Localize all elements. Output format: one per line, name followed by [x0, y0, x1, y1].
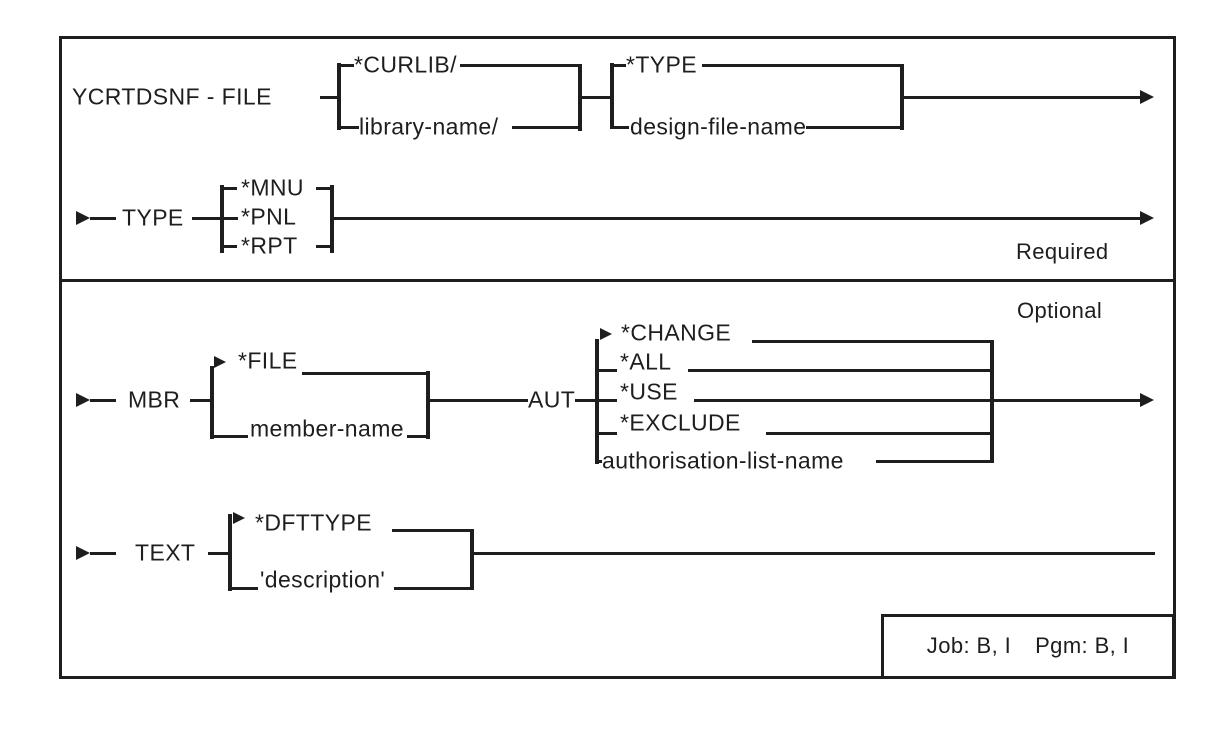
option-change: *CHANGE — [621, 319, 732, 346]
rail-bracket — [610, 63, 614, 129]
rail-line — [792, 126, 902, 129]
rail-bracket — [426, 371, 430, 439]
rail-line — [337, 64, 354, 67]
rail-line — [428, 399, 530, 402]
rail-line — [574, 399, 597, 402]
option-curlib: *CURLIB/ — [354, 51, 457, 78]
rail-line — [190, 399, 212, 402]
option-rpt: *RPT — [241, 232, 298, 259]
option-all: *ALL — [620, 348, 672, 375]
continuation-arrow-icon — [76, 546, 90, 560]
param-aut: AUT — [528, 386, 576, 413]
rail-line — [610, 64, 626, 67]
rail-bracket — [228, 514, 232, 591]
option-exclude: *EXCLUDE — [620, 409, 741, 436]
continuation-arrow-icon — [76, 393, 90, 407]
rail-line — [332, 217, 1142, 220]
job-label: Job: B, I — [926, 633, 1012, 659]
continuation-arrow-icon — [76, 211, 90, 225]
param-mbr: MBR — [128, 386, 181, 413]
rail-line — [610, 126, 629, 129]
rail-line — [228, 587, 258, 590]
rail-bracket — [337, 63, 341, 130]
default-option-arrow-icon — [600, 328, 612, 340]
job-pgm-box: Job: B, I Pgm: B, I — [881, 614, 1175, 679]
option-pnl: *PNL — [241, 203, 297, 230]
rail-line — [316, 187, 334, 190]
option-use: *USE — [620, 378, 678, 405]
rail-line — [407, 435, 429, 438]
default-option-arrow-icon — [214, 356, 226, 368]
rail-line — [512, 126, 580, 129]
rail-line — [595, 432, 617, 435]
rail-line — [702, 64, 902, 67]
option-file: *FILE — [238, 347, 298, 374]
rail-line — [90, 399, 116, 402]
option-description: 'description' — [260, 566, 386, 593]
rail-line — [320, 96, 339, 99]
rail-line — [392, 529, 472, 532]
arrow-right-icon — [1140, 393, 1154, 407]
param-type: TYPE — [122, 204, 184, 231]
rail-bracket — [220, 185, 224, 253]
diagram-border — [59, 36, 1176, 679]
option-mnu: *MNU — [241, 174, 304, 201]
rail-line — [220, 187, 237, 190]
rail-line — [337, 126, 360, 129]
rail-line — [694, 399, 992, 402]
rail-line — [90, 552, 116, 555]
section-label-required: Required — [1016, 238, 1109, 265]
rail-line — [595, 369, 617, 372]
rail-line — [210, 435, 248, 438]
option-design-file-name: design-file-name — [630, 113, 807, 140]
option-member-name: member-name — [250, 415, 404, 442]
rail-line — [460, 64, 580, 67]
rail-line — [992, 399, 1142, 402]
rail-line — [472, 552, 1155, 555]
command-label: YCRTDSNF - FILE — [72, 83, 272, 110]
rail-bracket — [210, 366, 214, 439]
rail-line — [688, 369, 992, 372]
rail-line — [192, 217, 238, 220]
option-authorisation-list-name: authorisation-list-name — [602, 447, 844, 474]
rail-line — [900, 96, 1142, 99]
rail-line — [302, 372, 429, 375]
rail-line — [752, 340, 992, 343]
option-dfttype: *DFTTYPE — [255, 509, 372, 536]
param-text: TEXT — [135, 539, 196, 566]
option-library-name: library-name/ — [359, 113, 499, 140]
rail-line — [595, 399, 617, 402]
rail-line — [316, 245, 334, 248]
rail-line — [595, 460, 605, 463]
rail-line — [578, 96, 614, 99]
rail-line — [766, 432, 992, 435]
rail-line — [220, 245, 237, 248]
section-divider — [59, 279, 1176, 282]
rail-line — [208, 552, 232, 555]
pgm-label: Pgm: B, I — [1035, 633, 1130, 659]
rail-line — [394, 587, 472, 590]
rail-line — [90, 217, 116, 220]
option-type-value: *TYPE — [626, 51, 698, 78]
rail-bracket — [470, 529, 474, 590]
arrow-right-icon — [1140, 211, 1154, 225]
section-label-optional: Optional — [1017, 297, 1103, 324]
default-option-arrow-icon — [233, 512, 245, 524]
rail-line — [876, 460, 992, 463]
arrow-right-icon — [1140, 90, 1154, 104]
